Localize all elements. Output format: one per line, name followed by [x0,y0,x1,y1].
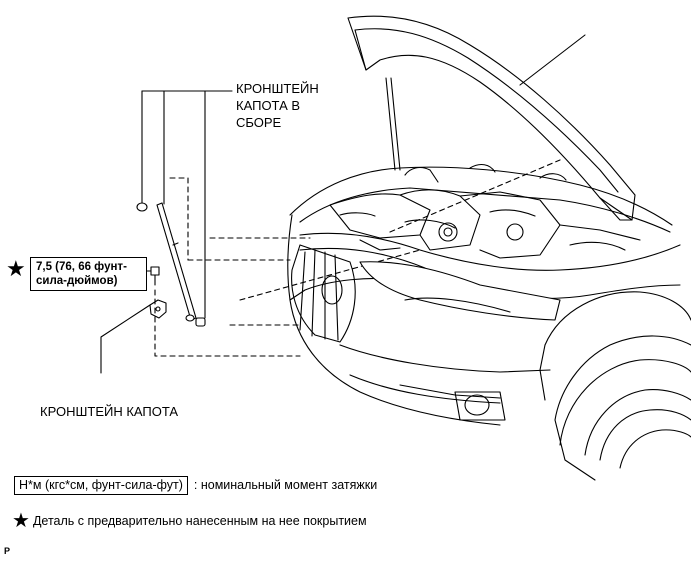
torque-value-line1: 7,5 (76, 66 фунт- [36,261,127,273]
star-icon: ★ [6,256,26,281]
legend-star-desc: Деталь с предварительно нанесенным на не… [32,513,367,528]
hood-damper-strut [136,202,206,327]
legend-torque-row: Н*м (кгс*см, фунт-сила-фут) : номинальны… [14,476,377,495]
hood-bracket [100,299,167,374]
vehicle-front-body [287,214,691,481]
assembly-leader-lines [141,90,233,319]
callout-hood-support-bracket: КРОНШТЕЙН КАПОТА [40,404,179,419]
legend-star-row: ★ Деталь с предварительно нанесенным на … [12,510,367,532]
legend-star-icon: ★ [12,510,30,532]
engine-bay [289,163,673,259]
corner-mark: P [4,546,11,556]
open-hood [347,15,636,221]
legend-unit-box: Н*м (кгс*см, фунт-сила-фут) [14,476,188,495]
alignment-dashed-lines [154,159,561,357]
torque-value-line2: сила-дюймов) [36,275,118,287]
legend-unit-desc: : номинальный момент затяжки [193,478,378,492]
callout-hood-support-assembly: КРОНШТЕЙН КАПОТА В СБОРЕ [236,81,319,130]
torque-spec-box: 7,5 (76, 66 фунт- сила-дюймов) [30,257,147,291]
